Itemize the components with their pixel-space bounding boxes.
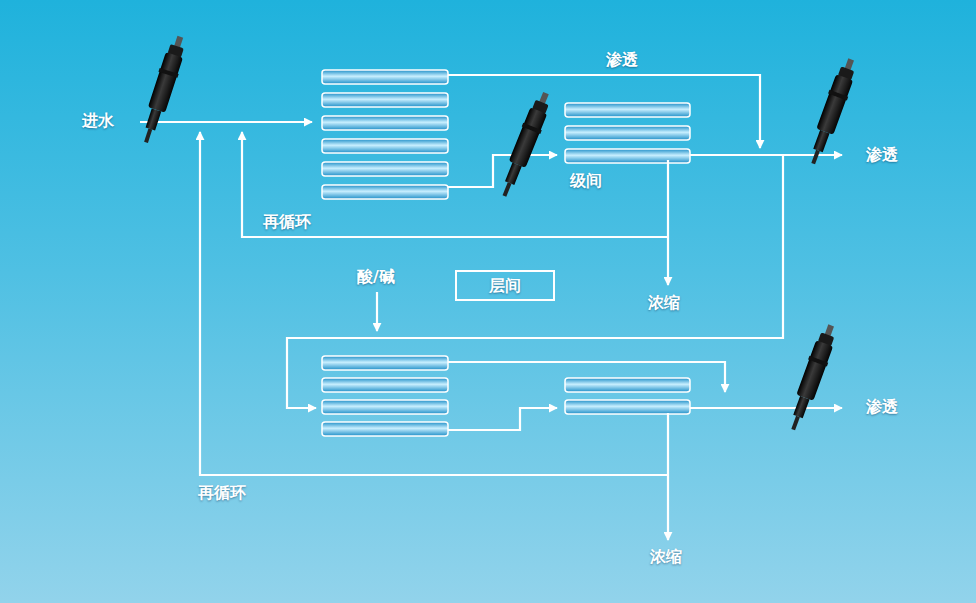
membrane-element — [322, 185, 448, 199]
membrane-element — [565, 378, 690, 392]
pipe-line — [690, 407, 842, 409]
membrane-element — [322, 400, 448, 414]
pipe-line — [200, 132, 668, 475]
sensor-probe — [804, 56, 861, 167]
membrane-element — [322, 93, 448, 107]
membrane-element — [565, 149, 690, 163]
membrane-element — [565, 400, 690, 414]
pipe-line — [140, 121, 312, 123]
membrane-element — [565, 103, 690, 117]
pipe-line — [376, 292, 378, 331]
flow-label: 再循环 — [263, 213, 311, 231]
pipe-line — [448, 362, 725, 392]
pipe-line — [448, 155, 557, 187]
section-box: 层间 — [455, 270, 555, 301]
sensor-probe — [495, 89, 555, 199]
flow-label: 渗透 — [606, 51, 638, 69]
flow-label: 浓缩 — [650, 548, 682, 566]
sensors — [136, 34, 860, 433]
membrane-modules — [322, 70, 690, 436]
membrane-element — [322, 422, 448, 436]
membrane-element — [322, 70, 448, 84]
membrane-element — [322, 162, 448, 176]
pipe-line — [448, 75, 760, 148]
membrane-element — [565, 126, 690, 140]
pipe-line — [448, 408, 557, 430]
flow-label: 渗透 — [866, 146, 898, 164]
sensor-probe — [136, 34, 189, 146]
pipe-line — [287, 155, 783, 408]
membrane-element — [322, 356, 448, 370]
sensor-probe — [784, 322, 841, 433]
flow-label: 酸/碱 — [357, 268, 395, 286]
membrane-element — [322, 378, 448, 392]
box-label: 层间 — [489, 277, 521, 295]
flow-label: 再循环 — [198, 484, 246, 502]
pipe-line — [242, 132, 668, 237]
flow-label: 进水 — [82, 112, 114, 130]
membrane-element — [322, 116, 448, 130]
pipe-line — [667, 160, 669, 285]
pipes — [140, 75, 842, 540]
flow-label: 渗透 — [866, 398, 898, 416]
flow-label: 级间 — [570, 172, 602, 190]
membrane-element — [322, 139, 448, 153]
flow-label: 浓缩 — [648, 294, 680, 312]
pipe-line — [690, 154, 842, 156]
pipe-line — [667, 413, 669, 540]
